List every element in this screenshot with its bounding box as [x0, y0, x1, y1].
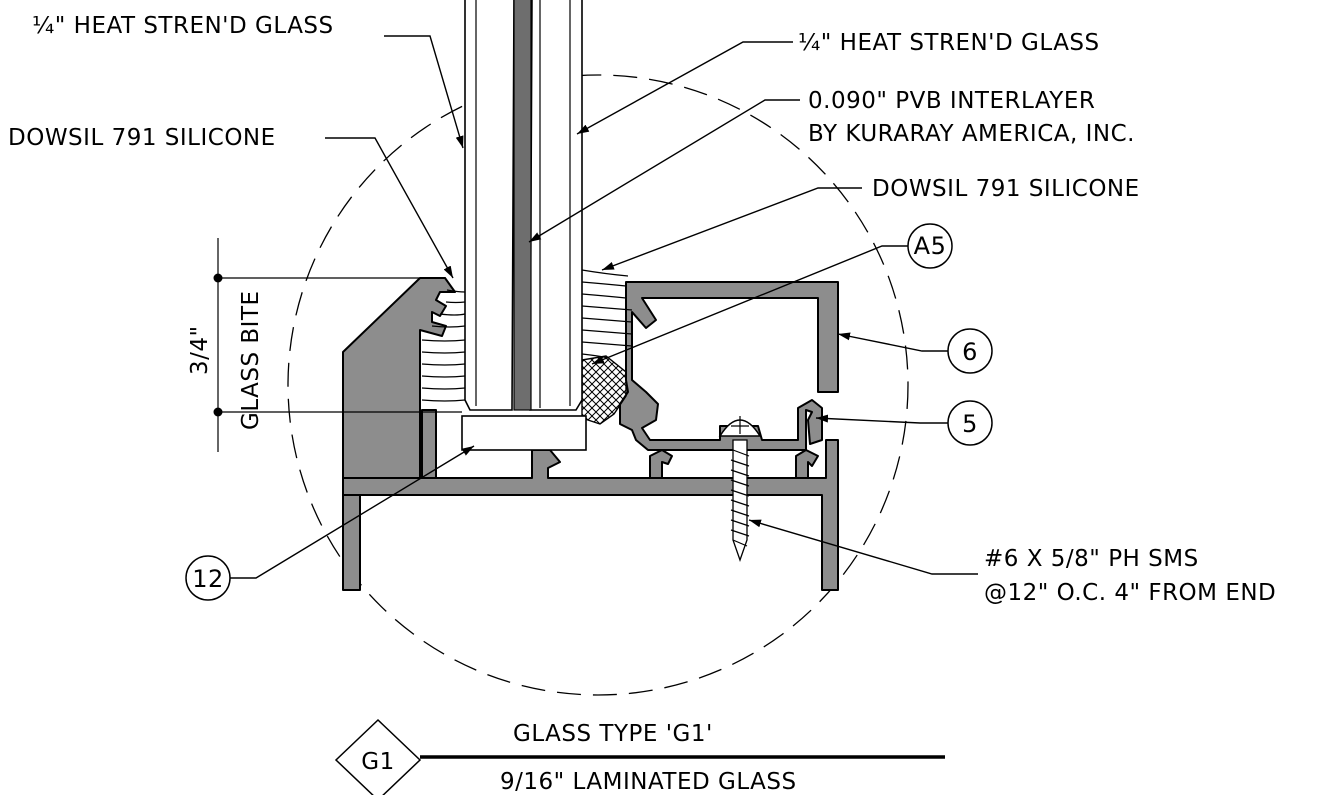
label-right-silicone: DOWSIL 791 SILICONE	[872, 176, 1140, 202]
setting-block	[461, 415, 587, 451]
leader-right-silicone	[601, 187, 862, 271]
callout-6: 6	[837, 328, 993, 374]
label-screw-line1: #6 X 5/8" PH SMS	[984, 546, 1199, 572]
glass-bite-dimension: 3/4" GLASS BITE	[187, 238, 462, 452]
title-block: G1 GLASS TYPE 'G1' 9/16" LAMINATED GLASS	[334, 718, 945, 795]
callout-12: 12	[185, 445, 475, 601]
title-line1: GLASS TYPE 'G1'	[513, 721, 713, 747]
dimension-value: 3/4"	[187, 325, 213, 375]
callout-a5: A5	[591, 223, 953, 365]
right-silicone-bead	[581, 269, 633, 359]
label-left-glass: ¼" HEAT STREN'D GLASS	[32, 13, 334, 39]
callout-a5-label: A5	[914, 232, 947, 260]
sheet-metal-screw	[730, 439, 750, 562]
callout-12-label: 12	[192, 565, 224, 593]
label-interlayer-line1: 0.090" PVB INTERLAYER	[808, 88, 1095, 114]
leader-left-silicone	[325, 137, 454, 279]
base-frame-profile	[342, 277, 839, 591]
callout-5-label: 5	[962, 410, 978, 438]
label-interlayer-line2: BY KURARAY AMERICA, INC.	[808, 121, 1135, 147]
glass-tag-diamond	[334, 718, 422, 795]
glazing-stop-profile	[619, 281, 839, 451]
left-silicone-bead	[421, 289, 466, 402]
label-right-glass: ¼" HEAT STREN'D GLASS	[798, 30, 1100, 56]
laminated-glass-unit	[464, 0, 583, 411]
leader-screw	[748, 519, 978, 575]
title-line2: 9/16" LAMINATED GLASS	[500, 769, 797, 795]
detail-boundary-circle	[287, 74, 909, 696]
label-screw-line2: @12" O.C. 4" FROM END	[984, 580, 1276, 606]
leader-interlayer	[528, 99, 800, 243]
glass-tag-label: G1	[361, 749, 394, 775]
leader-right-glass	[576, 41, 793, 135]
dimension-label: GLASS BITE	[238, 290, 264, 430]
callout-5: 5	[815, 400, 993, 446]
leader-left-glass	[384, 35, 464, 149]
callout-6-label: 6	[962, 338, 978, 366]
label-left-silicone: DOWSIL 791 SILICONE	[8, 125, 276, 151]
